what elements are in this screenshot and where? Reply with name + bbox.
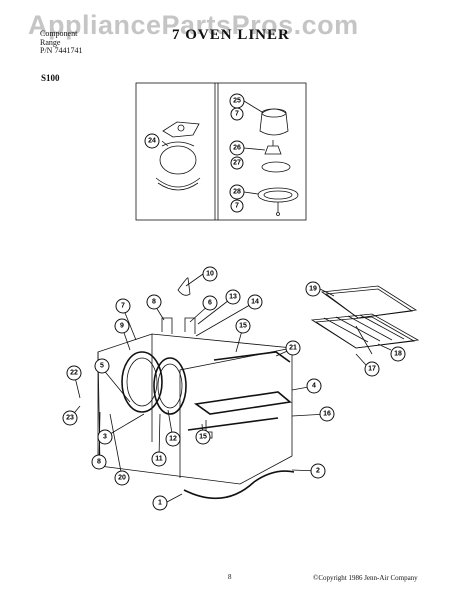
svg-text:5: 5 <box>100 363 104 370</box>
svg-text:24: 24 <box>148 138 156 145</box>
svg-text:23: 23 <box>66 415 74 422</box>
svg-text:19: 19 <box>309 286 317 293</box>
callout-9: 9 <box>114 318 130 334</box>
svg-text:14: 14 <box>251 299 259 306</box>
callout-7-liner: 7 <box>115 298 131 314</box>
header-line-range: Range <box>40 38 61 47</box>
callout-17: 17 <box>364 361 380 377</box>
callout-25: 25 <box>229 93 245 109</box>
callout-8-top: 8 <box>146 294 162 310</box>
callout-2: 2 <box>310 463 326 479</box>
svg-text:4: 4 <box>312 383 316 390</box>
callout-15-top: 15 <box>235 318 251 334</box>
svg-text:20: 20 <box>118 475 126 482</box>
svg-text:13: 13 <box>229 294 237 301</box>
callout-18: 18 <box>390 346 406 362</box>
callout-4: 4 <box>306 378 322 394</box>
svg-text:12: 12 <box>169 436 177 443</box>
svg-text:7: 7 <box>235 203 239 210</box>
header-line-component: Component <box>40 29 78 38</box>
watermark: AppliancePartsPros.com <box>28 10 359 40</box>
svg-text:8: 8 <box>97 459 101 466</box>
callout-19: 19 <box>305 281 321 297</box>
copyright-notice: ©Copyright 1986 Jenn-Air Company <box>313 574 418 582</box>
svg-text:7: 7 <box>121 303 125 310</box>
svg-text:15: 15 <box>239 323 247 330</box>
callout-14: 14 <box>247 294 263 310</box>
svg-text:2: 2 <box>316 468 320 475</box>
callout-27: 27 <box>230 156 244 170</box>
callout-16: 16 <box>319 406 335 422</box>
callout-12: 12 <box>165 431 181 447</box>
page-number: 8 <box>228 573 232 581</box>
callout-25-sub-7: 7 <box>230 107 244 121</box>
callout-22: 22 <box>66 365 82 381</box>
section-title: 7 OVEN LINER <box>172 27 290 43</box>
callout-1: 1 <box>152 495 168 511</box>
callout-21: 21 <box>285 340 301 356</box>
callout-11: 11 <box>151 451 167 467</box>
callout-28: 28 <box>229 184 245 200</box>
callout-20: 20 <box>114 470 130 486</box>
svg-text:3: 3 <box>103 434 107 441</box>
svg-text:28: 28 <box>233 189 241 196</box>
svg-text:8: 8 <box>152 299 156 306</box>
svg-text:1: 1 <box>158 500 162 507</box>
callout-8-bottom: 8 <box>91 454 107 470</box>
svg-text:15: 15 <box>199 434 207 441</box>
svg-text:21: 21 <box>289 345 297 352</box>
callout-26: 26 <box>229 140 245 156</box>
svg-text:7: 7 <box>235 111 239 118</box>
callout-13: 13 <box>225 289 241 305</box>
callout-6: 6 <box>202 295 218 311</box>
callout-24: 24 <box>144 133 160 149</box>
svg-text:10: 10 <box>206 271 214 278</box>
detail-box <box>135 82 307 221</box>
callout-5: 5 <box>94 358 110 374</box>
svg-text:25: 25 <box>233 98 241 105</box>
svg-text:9: 9 <box>120 323 124 330</box>
svg-text:16: 16 <box>323 411 331 418</box>
light-lens-drawing <box>257 108 299 216</box>
callout-10: 10 <box>202 266 218 282</box>
svg-text:11: 11 <box>155 456 163 463</box>
svg-text:27: 27 <box>233 160 241 167</box>
svg-text:17: 17 <box>368 366 376 373</box>
model-label: S100 <box>41 73 60 83</box>
oven-racks-drawing <box>310 285 420 355</box>
callout-3: 3 <box>97 429 113 445</box>
svg-text:22: 22 <box>70 370 78 377</box>
svg-text:6: 6 <box>208 300 212 307</box>
header-part-number: P/N 7441741 <box>40 46 83 55</box>
callout-23: 23 <box>62 410 78 426</box>
callout-15-bottom: 15 <box>195 429 211 445</box>
light-socket-drawing <box>155 121 201 191</box>
callout-28-sub-7: 7 <box>230 199 244 213</box>
svg-text:26: 26 <box>233 145 241 152</box>
svg-text:18: 18 <box>394 351 402 358</box>
